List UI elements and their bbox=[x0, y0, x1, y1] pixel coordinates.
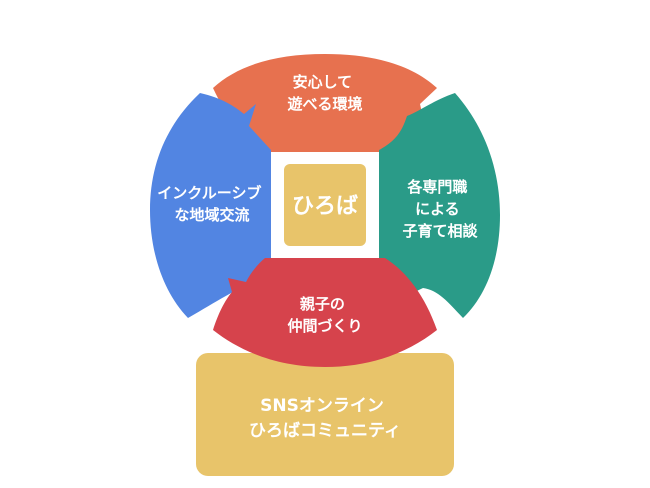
svg-text:ひろば: ひろば bbox=[292, 194, 358, 219]
left-label-line2: な地域交流 bbox=[174, 206, 249, 224]
svg-text:インクルーシブ な地域交流: インクルーシブ な地域交流 bbox=[157, 184, 267, 224]
svg-text:SNSオンライン ひろばコミュニティ: SNSオンライン ひろばコミュニティ bbox=[249, 396, 401, 441]
bottom-label-line2: 仲間づくり bbox=[287, 317, 362, 335]
right-label-line3: 子育て相談 bbox=[402, 222, 478, 240]
footer-box bbox=[196, 353, 454, 476]
footer-label-line1: SNSオンライン bbox=[260, 396, 384, 416]
top-label-line2: 遊べる環境 bbox=[287, 95, 362, 113]
bottom-label-line1: 親子の bbox=[300, 295, 345, 313]
left-segment bbox=[150, 93, 271, 318]
right-segment bbox=[379, 93, 500, 318]
footer-label-line2: ひろばコミュニティ bbox=[249, 421, 401, 441]
top-segment bbox=[213, 54, 437, 152]
bottom-segment bbox=[213, 258, 437, 367]
left-label-line1: インクルーシブ bbox=[157, 184, 261, 202]
svg-text:安心して 遊べる環境: 安心して 遊べる環境 bbox=[287, 73, 362, 113]
right-label-line1: 各専門職 bbox=[406, 178, 467, 196]
svg-text:親子の 仲間づくり: 親子の 仲間づくり bbox=[287, 295, 362, 335]
right-label-line2: による bbox=[415, 200, 460, 218]
svg-text:各専門職 による 子育て相談: 各専門職 による 子育て相談 bbox=[402, 178, 478, 240]
center-label: ひろば bbox=[292, 194, 358, 219]
center-box bbox=[284, 164, 366, 246]
top-label-line1: 安心して bbox=[293, 73, 353, 91]
